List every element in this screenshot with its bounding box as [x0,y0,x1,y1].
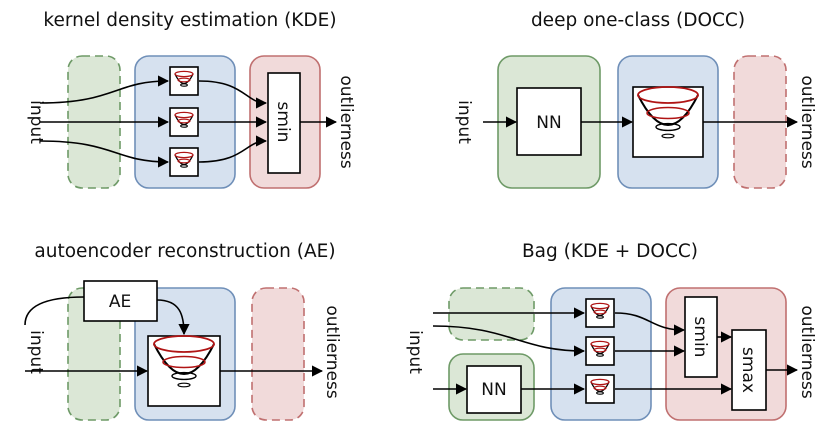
bag-bowl-icon-2 [585,336,615,366]
ae-box [83,280,158,322]
bag-arrow-mid-1 [614,312,686,336]
ae-empty-red-block [251,287,305,421]
bag-red-block [665,287,787,421]
kde-smin-label: smin [273,102,293,143]
panel-kde: kernel density estimation (KDE) input sm… [26,10,356,189]
ae-input-label: input [26,330,46,374]
bag-smin-box [684,296,718,378]
panel-bag: Bag (KDE + DOCC) input NN smin smax outl… [405,241,817,421]
docc-input-label: input [454,100,474,144]
kde-bowl-icon-1 [169,66,199,96]
bag-smax-label: smax [738,347,758,393]
bag-outlierness-label: outlierness [797,305,817,399]
kde-bowl-icon-3 [169,147,199,177]
bag-nn-label: NN [481,380,506,400]
bag-empty-green-block [448,287,535,341]
bag-bowl-icon-1 [585,298,615,328]
kde-title: kernel density estimation (KDE) [43,10,336,31]
ae-bowl-box [147,335,221,407]
panel-ae: autoencoder reconstruction (AE) input AE… [24,241,342,421]
docc-nn-box [516,87,582,156]
docc-nn-label: NN [536,113,561,133]
ae-outlierness-label: outlierness [322,305,342,399]
kde-arrow-in-1 [39,75,170,104]
bag-bowl-icon-3 [585,374,615,404]
bag-input-label: input [405,330,425,374]
docc-title: deep one-class (DOCC) [531,10,745,31]
kde-smin-box [267,72,301,174]
docc-bowl-box [632,86,704,158]
ae-box-label: AE [109,292,131,312]
bag-arrow-in-2 [432,325,586,357]
kde-bowl-icon-2 [169,107,199,137]
kde-arrow-in-3 [39,140,170,168]
panel-docc: deep one-class (DOCC) input NN outlierne… [454,10,817,189]
docc-outlierness-label: outlierness [797,75,817,169]
ae-arrow-down [156,299,190,336]
kde-outlierness-label: outlierness [336,75,356,169]
bag-smin-label: smin [690,317,710,358]
kde-arrow-mid-3 [198,135,268,163]
ae-title: autoencoder reconstruction (AE) [34,241,335,262]
ae-arrow-to-ae [24,296,85,326]
kde-arrow-mid-1 [198,80,268,109]
bag-title: Bag (KDE + DOCC) [522,241,698,262]
kde-input-label: input [26,100,46,144]
